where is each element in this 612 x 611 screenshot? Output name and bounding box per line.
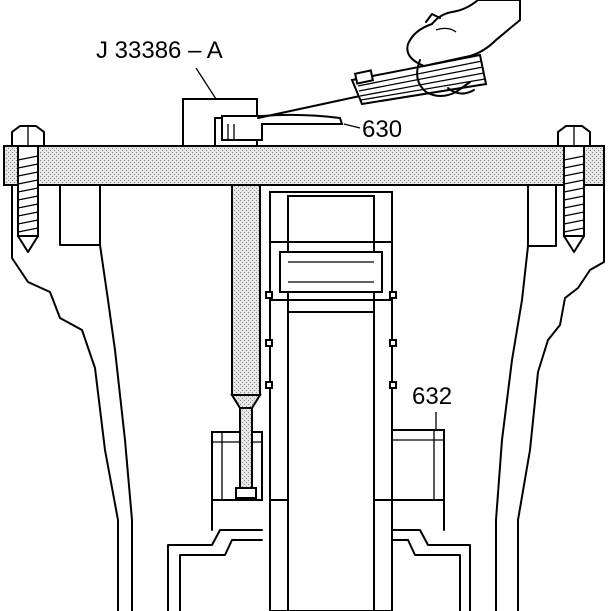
left-bolt bbox=[11, 125, 45, 253]
part-632-label: 632 bbox=[412, 383, 452, 410]
callout-leaders bbox=[195, 67, 437, 430]
left-gear-block bbox=[211, 431, 263, 531]
part-632-gear bbox=[391, 429, 445, 531]
tool-crossbar bbox=[3, 98, 605, 186]
hand bbox=[406, 0, 521, 97]
tool-number-label: J 33386 – A bbox=[96, 37, 223, 64]
tool-pin bbox=[230, 184, 262, 499]
center-shaft-assembly bbox=[265, 191, 397, 611]
part-630-label: 630 bbox=[362, 116, 402, 143]
feeler-gauge bbox=[257, 53, 488, 119]
housing-outline bbox=[11, 184, 605, 611]
right-bolt bbox=[557, 125, 591, 253]
